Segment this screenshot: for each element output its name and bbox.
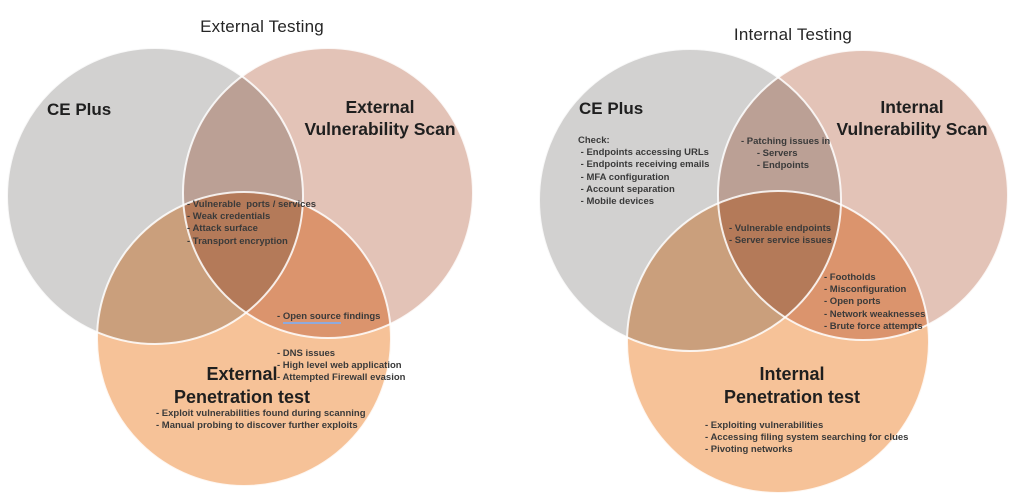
ce-plus-check-list: Check: - Endpoints accessing URLs - Endp… <box>578 135 710 208</box>
triple-overlap-list: - Vulnerable endpoints - Server service … <box>729 223 832 247</box>
external-penetration-test-circle <box>97 192 391 486</box>
internal-penetration-test-label: Internal Penetration test <box>671 363 913 409</box>
internal-penetration-test-circle <box>627 191 929 493</box>
open-source-underlined-text: Open source <box>282 311 341 325</box>
vuln-pen-overlap-list: - Open source findings - DNS issues - Hi… <box>277 287 405 409</box>
external-penetration-test-circle-outline <box>96 191 392 487</box>
ce-plus-circle-outline <box>6 47 304 345</box>
pen-test-list: - Exploiting vulnerabilities - Accessing… <box>705 420 909 456</box>
vuln-pen-overlap-remaining-lines: - DNS issues - High level web applicatio… <box>277 348 406 384</box>
ce-vuln-overlap-list: - Patching issues in - Servers - Endpoin… <box>741 136 831 172</box>
external-vulnerability-scan-circle-outline <box>182 47 474 339</box>
venn-fills <box>7 48 473 486</box>
label-line-1: External <box>206 364 278 384</box>
line-suffix: findings <box>340 311 381 323</box>
vuln-pen-overlap-list: - Footholds - Misconfiguration - Open po… <box>824 272 926 332</box>
internal-venn-graphic <box>538 48 1009 494</box>
label-line-1: External <box>345 97 415 117</box>
venn-outlines <box>6 47 474 487</box>
external-vulnerability-scan-label: External Vulnerability Scan <box>248 96 512 140</box>
line-prefix: - <box>277 311 283 323</box>
external-venn-graphic <box>6 47 474 487</box>
ce-plus-label: CE Plus <box>47 100 112 119</box>
diagram-title: External Testing <box>200 17 324 36</box>
ce-plus-circle-outline <box>538 48 842 352</box>
venn-outlines <box>538 48 1009 494</box>
internal-vulnerability-scan-label: Internal Vulnerability Scan <box>780 96 1024 140</box>
label-line-2: Penetration test <box>723 387 861 407</box>
internal-testing-diagram: Internal Testing CE Plus Check: - Endpoi… <box>512 0 1024 498</box>
label-line-2: Penetration test <box>173 387 311 407</box>
venn-fills <box>539 49 1008 493</box>
label-line-1: Internal <box>880 97 944 117</box>
label-line-1: Internal <box>759 364 825 384</box>
diagram-title: Internal Testing <box>733 25 853 44</box>
label-line-2: Vulnerability Scan <box>836 119 988 139</box>
external-penetration-test-label: External Penetration test <box>121 363 363 409</box>
internal-penetration-test-circle-outline <box>626 190 930 494</box>
ce-vuln-overlap-list: - Vulnerable ports / services - Weak cre… <box>187 199 317 247</box>
external-testing-diagram: External Testing CE Plus External Vulner… <box>6 17 512 487</box>
label-line-2: Vulnerability Scan <box>304 119 456 139</box>
pen-test-list: - Exploit vulnerabilities found during s… <box>156 408 366 432</box>
ce-plus-label: CE Plus <box>579 99 644 118</box>
open-source-findings-line: - Open source findings <box>277 311 405 325</box>
internal-vulnerability-scan-circle-outline <box>717 49 1009 341</box>
